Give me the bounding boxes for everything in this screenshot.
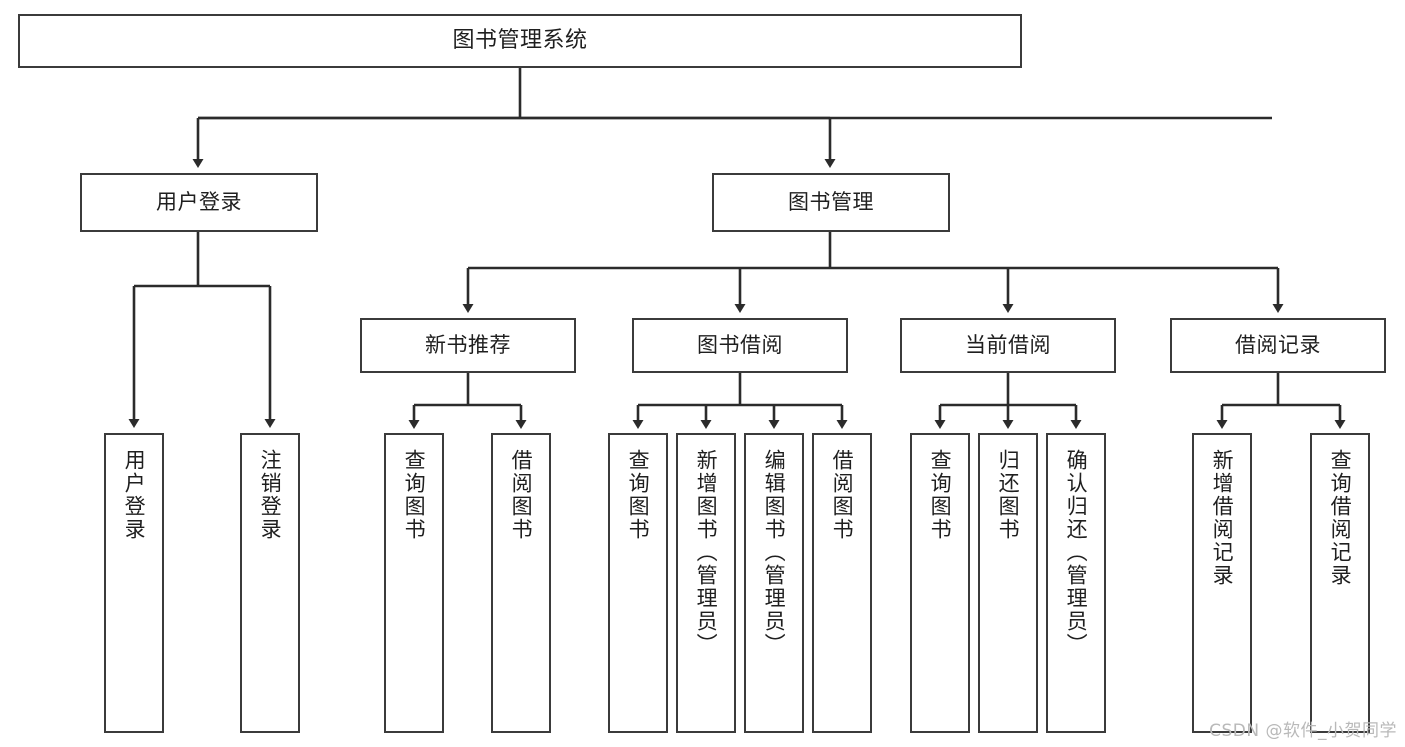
node-label: 确认归还（管理员）: [1064, 449, 1089, 656]
leaf-edit-book-admin[interactable]: 编辑图书（管理员）: [744, 433, 804, 733]
node-label: 注销登录: [258, 449, 283, 541]
node-label: 图书管理: [788, 189, 874, 214]
node-user-login[interactable]: 用户登录: [80, 173, 318, 232]
node-label: 编辑图书（管理员）: [762, 449, 787, 656]
node-label: 新书推荐: [425, 332, 511, 357]
node-label: 用户登录: [122, 449, 147, 541]
leaf-query-book-recommend[interactable]: 查询图书: [384, 433, 444, 733]
watermark-text: CSDN @软件_小贺同学: [1209, 721, 1397, 741]
leaf-logout[interactable]: 注销登录: [240, 433, 300, 733]
leaf-return-book[interactable]: 归还图书: [978, 433, 1038, 733]
node-label: 借阅图书: [830, 449, 855, 541]
leaf-borrow-book-recommend[interactable]: 借阅图书: [491, 433, 551, 733]
node-label: 借阅记录: [1235, 332, 1321, 357]
node-label: 新增借阅记录: [1210, 449, 1235, 587]
node-label: 归还图书: [996, 449, 1021, 541]
node-label: 用户登录: [156, 189, 242, 214]
node-label: 图书借阅: [697, 332, 783, 357]
leaf-user-login[interactable]: 用户登录: [104, 433, 164, 733]
leaf-query-book-borrow[interactable]: 查询图书: [608, 433, 668, 733]
leaf-query-book-current[interactable]: 查询图书: [910, 433, 970, 733]
node-label: 当前借阅: [965, 332, 1051, 357]
node-label: 图书管理系统: [452, 27, 588, 53]
node-label: 查询图书: [928, 449, 953, 541]
node-borrow-record[interactable]: 借阅记录: [1170, 318, 1386, 373]
node-current-borrow[interactable]: 当前借阅: [900, 318, 1116, 373]
node-book-management[interactable]: 图书管理: [712, 173, 950, 232]
node-new-book-recommend[interactable]: 新书推荐: [360, 318, 576, 373]
node-label: 查询图书: [626, 449, 651, 541]
node-label: 借阅图书: [509, 449, 534, 541]
leaf-borrow-book[interactable]: 借阅图书: [812, 433, 872, 733]
node-root-book-management-system[interactable]: 图书管理系统: [18, 14, 1022, 68]
node-label: 查询借阅记录: [1328, 449, 1353, 587]
leaf-confirm-return-admin[interactable]: 确认归还（管理员）: [1046, 433, 1106, 733]
node-book-borrow[interactable]: 图书借阅: [632, 318, 848, 373]
leaf-add-book-admin[interactable]: 新增图书（管理员）: [676, 433, 736, 733]
leaf-add-borrow-record[interactable]: 新增借阅记录: [1192, 433, 1252, 733]
node-label: 查询图书: [402, 449, 427, 541]
leaf-query-borrow-record[interactable]: 查询借阅记录: [1310, 433, 1370, 733]
node-label: 新增图书（管理员）: [694, 449, 719, 656]
